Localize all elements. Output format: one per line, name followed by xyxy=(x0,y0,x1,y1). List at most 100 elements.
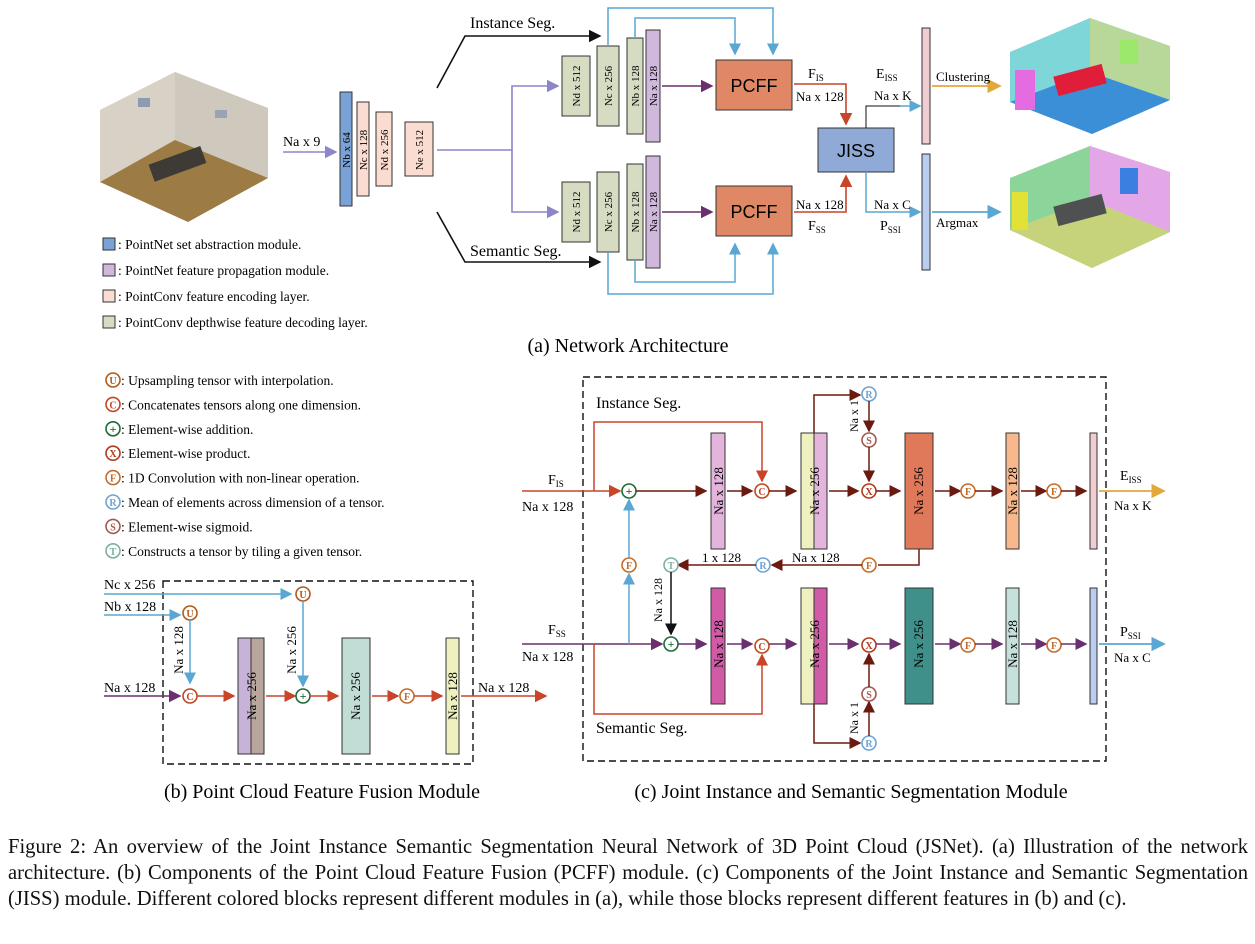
figure-caption: Figure 2: An overview of the Joint Insta… xyxy=(8,836,1248,910)
jiss-p-output-bar xyxy=(1089,587,1098,705)
pcff-concat-block-b xyxy=(250,637,265,755)
jiss-module-panel: Instance Seg. Semantic Seg. FIS Na x 128… xyxy=(522,376,1166,803)
legend-swatch-decoding-layer xyxy=(102,315,116,329)
legend-op-mean-text: : Mean of elements across dimension of a… xyxy=(121,495,385,510)
legend-op-add-text: : Element-wise addition. xyxy=(121,422,253,437)
jiss-conv-glyph-top-1: F xyxy=(965,487,971,498)
jiss-conv-glyph-left: F xyxy=(626,561,632,572)
subcaption-a: (a) Network Architecture xyxy=(527,335,728,357)
input-dim-label: Na x 9 xyxy=(283,135,320,150)
jiss-top-conv-block xyxy=(1005,432,1020,550)
decoder-bottom-label-2: Nc x 256 xyxy=(603,191,615,232)
pcff-bottom-label: PCFF xyxy=(731,202,778,222)
pcff-nb-label: Nb x 128 xyxy=(104,600,156,615)
jiss-bottom-conv-block xyxy=(1005,587,1020,705)
instance-seg-pointer xyxy=(436,29,602,89)
jiss-na1-top: Na x 1 xyxy=(847,400,861,432)
semantic-output-point-cloud xyxy=(1010,146,1170,268)
jiss-mid-1x128: 1 x 128 xyxy=(702,550,741,565)
legend-op-upsample-text: : Upsampling tensor with interpolation. xyxy=(121,373,334,388)
branch-arrow-bottom xyxy=(511,150,560,219)
jiss-top-concat-label: Na x 256 xyxy=(807,467,822,515)
p-ssi-label: PSSI xyxy=(880,219,901,235)
decoder-top-label-2: Nc x 256 xyxy=(603,65,615,106)
skip-bottom-outer xyxy=(607,242,779,295)
decoder-bottom-label-1: Nd x 512 xyxy=(571,192,583,233)
jiss-bottom-feature-label: Na x 256 xyxy=(911,620,926,668)
decoder-top: Nd x 512 Nc x 256 Nb x 128 Na x 128 xyxy=(561,29,661,143)
pcff-module-panel: Nc x 256 Nb x 128 U U Na x 128 Na x 256 … xyxy=(104,578,548,803)
f-is-label: FIS xyxy=(808,67,824,83)
jiss-mid-na128: Na x 128 xyxy=(792,550,840,565)
jiss-p-ssi-dim: Na x C xyxy=(1114,650,1151,665)
decoder-top-label-1: Nd x 512 xyxy=(571,66,583,107)
legend-op-sigmoid-text: : Element-wise sigmoid. xyxy=(121,519,253,534)
jiss-conv-glyph-mid: F xyxy=(866,561,872,572)
legend-text-decoding-layer: : PointConv depthwise feature decoding l… xyxy=(118,315,368,330)
jiss-conv-glyph-bottom-1: F xyxy=(965,641,971,652)
encoder-label-1: Nb x 64 xyxy=(341,132,353,168)
pcff-upsample-glyph-1: U xyxy=(186,609,193,620)
legend-op-upsample-icon xyxy=(105,372,121,388)
jiss-tile-na128: Na x 128 xyxy=(651,578,665,622)
decoder-top-block-4 xyxy=(645,29,661,143)
pcff-top-box xyxy=(715,59,793,111)
pcff-concat-block-label: Na x 256 xyxy=(244,672,259,720)
jiss-bottom-concat-block-b xyxy=(813,587,828,705)
branch-instance-label: Instance Seg. xyxy=(470,15,555,32)
legend-op-product-icon xyxy=(105,445,121,462)
skip-top-outer xyxy=(607,7,779,56)
skip-bottom-inner xyxy=(634,242,741,283)
p-ssi-dim: Na x C xyxy=(874,197,911,212)
legend-op-conv-text: : 1D Convolution with non-linear operati… xyxy=(121,471,359,486)
legend-op-product-glyph: X xyxy=(109,449,117,460)
legend-swatch-set-abstraction xyxy=(102,237,116,251)
decoder-bottom-label-3: Nb x 128 xyxy=(630,191,642,232)
argmax-label: Argmax xyxy=(936,215,979,230)
legend-op-concat-text: : Concatenates tensors along one dimensi… xyxy=(121,397,361,412)
legend-op-add-icon xyxy=(105,420,121,437)
jiss-mean-glyph-mid: R xyxy=(759,561,767,572)
jiss-bottom-block-1-label: Na x 128 xyxy=(711,620,726,668)
jiss-conv-icon-bottom-1 xyxy=(960,637,976,653)
jiss-concat-icon-bottom xyxy=(754,638,770,654)
jiss-mean-glyph-bottom: R xyxy=(865,739,873,750)
subcaption-c: (c) Joint Instance and Semantic Segmenta… xyxy=(634,781,1067,803)
jiss-concat-glyph-top: C xyxy=(758,487,765,498)
jiss-to-e-line xyxy=(865,105,920,128)
jiss-bottom-to-mean xyxy=(813,704,862,749)
fss-to-jiss-arrow xyxy=(794,174,853,213)
p-output-bar xyxy=(921,153,931,271)
legend-op-mean-glyph: R xyxy=(109,498,117,509)
legend-op-sigmoid-icon xyxy=(105,518,121,535)
jiss-bottom-block-1 xyxy=(710,587,726,705)
jiss-tile-glyph: T xyxy=(668,561,675,572)
encoder-block-3 xyxy=(375,111,393,187)
legend-text-encoding-layer: : PointConv feature encoding layer. xyxy=(118,289,310,304)
pcff-na256-vlabel: Na x 256 xyxy=(284,626,299,674)
decoder-bottom: Nd x 512 Nc x 256 Nb x 128 Na x 128 xyxy=(561,155,661,269)
encoder-block-4 xyxy=(404,121,434,177)
pcff-out-label: Na x 128 xyxy=(478,681,529,696)
jiss-to-p-arrow xyxy=(865,172,922,218)
legend-op-sigmoid-glyph: S xyxy=(110,522,116,533)
jiss-add-glyph-bottom: + xyxy=(668,637,675,651)
encoder-label-4: Ne x 512 xyxy=(414,130,426,170)
pcff-top-label: PCFF xyxy=(731,76,778,96)
jiss-label: JISS xyxy=(837,141,875,161)
pcff-conv-glyph: F xyxy=(404,692,410,703)
jiss-mean-glyph-top: R xyxy=(865,390,873,401)
jiss-add-glyph-top: + xyxy=(626,484,633,498)
pcff-na-in-label: Na x 128 xyxy=(104,681,155,696)
jiss-f-ss-label: FSS xyxy=(548,623,566,639)
decoder-top-label-4: Na x 128 xyxy=(648,65,660,106)
decoder-top-label-3: Nb x 128 xyxy=(630,65,642,106)
fis-to-jiss-arrow xyxy=(794,83,853,126)
pcff-sum-block-label: Na x 256 xyxy=(348,672,363,720)
decoder-bottom-block-4 xyxy=(645,155,661,269)
legend-swatch-feature-propagation xyxy=(102,263,116,277)
e-iss-label: EISS xyxy=(876,67,898,83)
instance-output-point-cloud xyxy=(1010,18,1170,134)
pcff-output-block-label: Na x 128 xyxy=(445,672,460,720)
pcff-nc-label: Nc x 256 xyxy=(104,578,155,593)
